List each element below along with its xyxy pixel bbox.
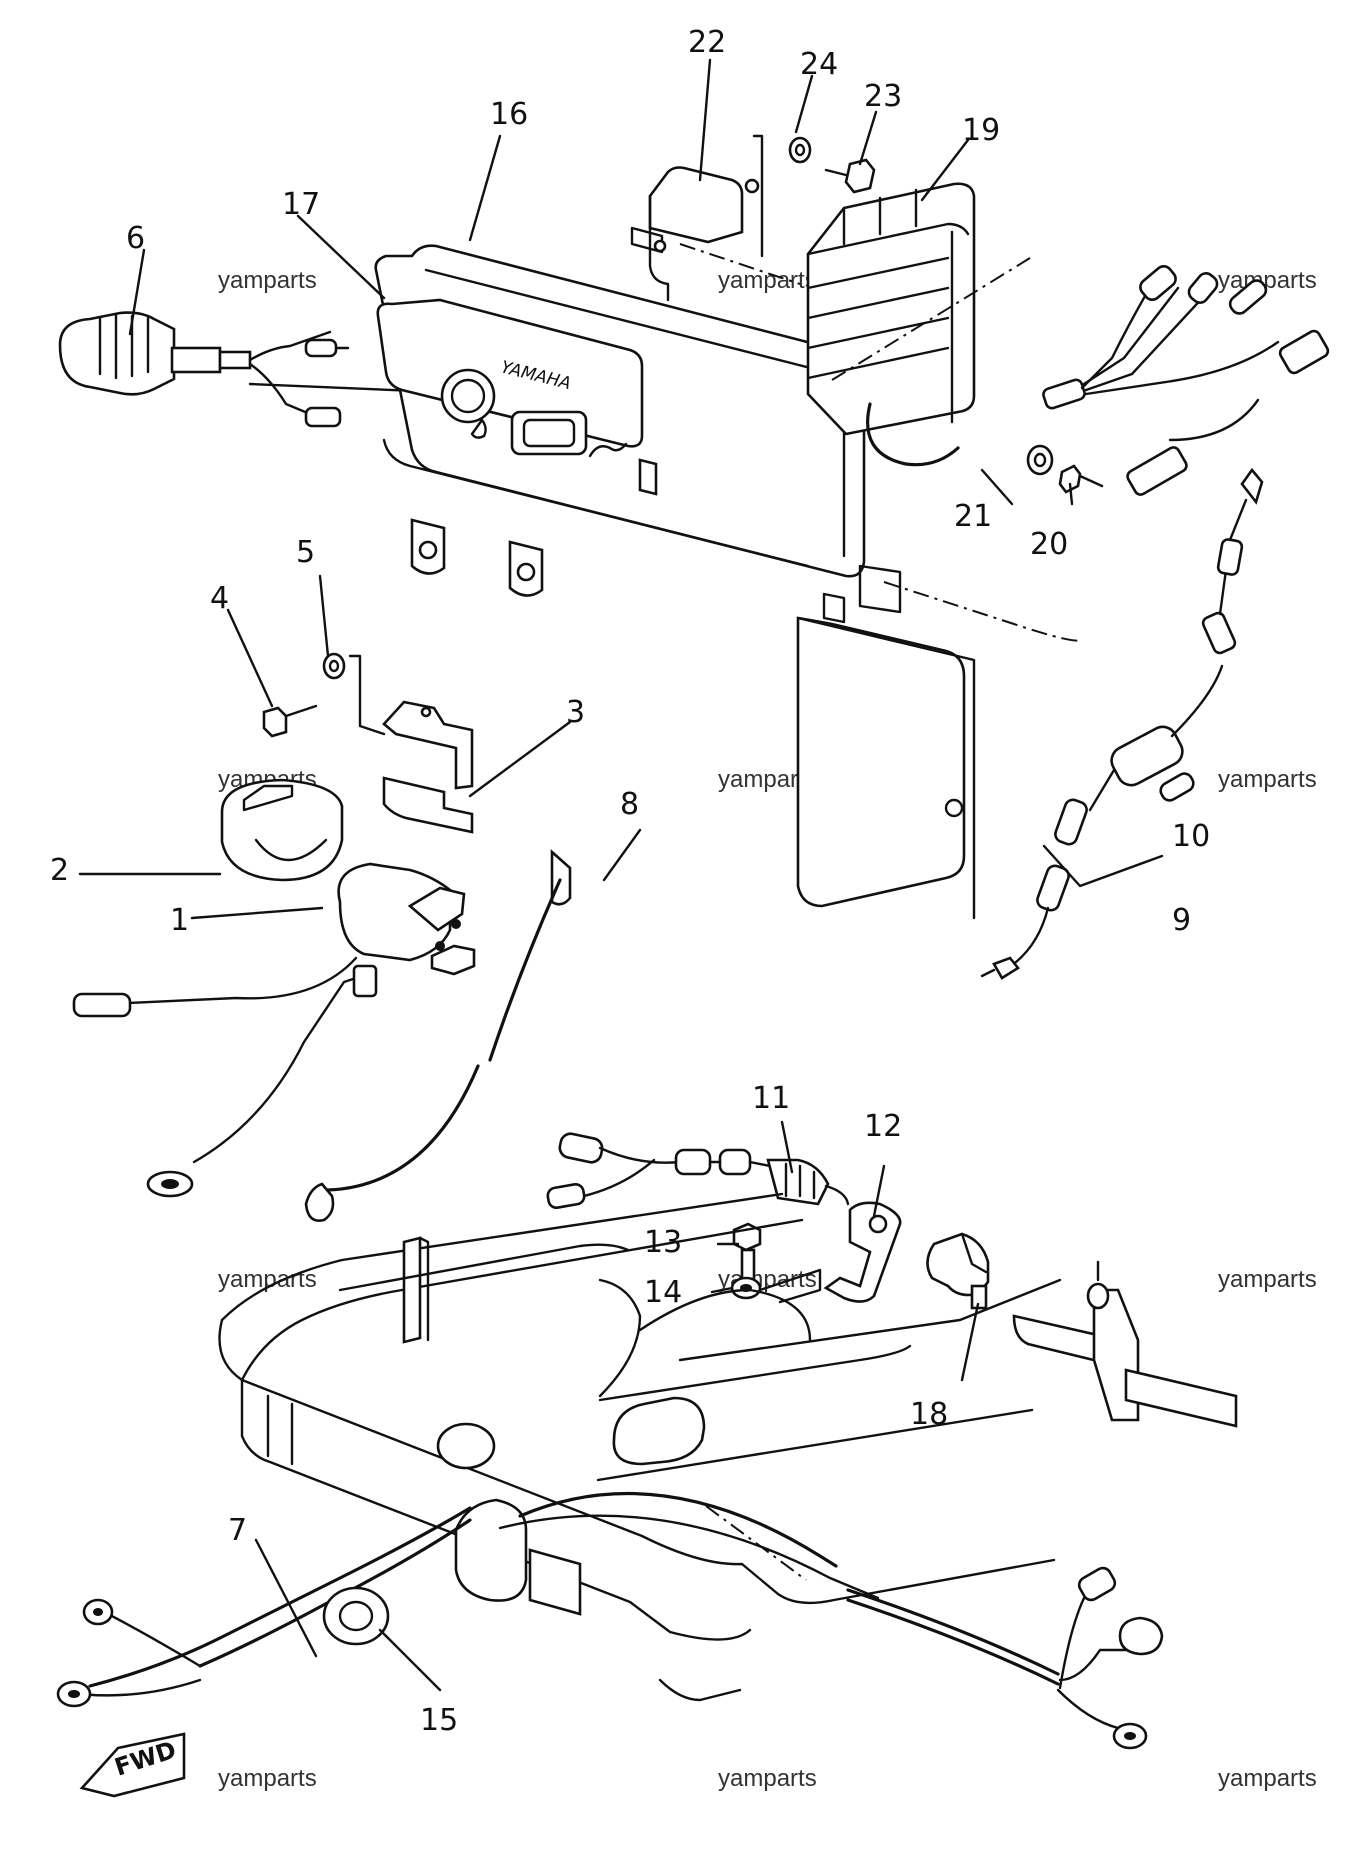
part-19-regulator [806, 182, 976, 467]
part-label-17: 17 [282, 187, 320, 222]
part-label-6: 6 [126, 221, 145, 256]
part-label-2: 2 [50, 853, 69, 888]
watermark: yamparts [718, 267, 817, 294]
part-label-14: 14 [644, 1275, 682, 1310]
shift-shaft [1012, 1260, 1238, 1428]
part-2-holder [220, 778, 344, 882]
part-label-12: 12 [864, 1109, 902, 1144]
part-11-sensor-harness [546, 1132, 850, 1210]
part-3-clamp [382, 700, 474, 834]
part-label-19: 19 [962, 113, 1000, 148]
part-19-leads [679, 243, 1330, 496]
part-label-11: 11 [752, 1081, 790, 1116]
part-label-5: 5 [296, 535, 315, 570]
watermark: yamparts [1218, 267, 1317, 294]
part-24-washer [788, 136, 812, 164]
part-label-1: 1 [170, 903, 189, 938]
part-6-switch [58, 311, 442, 428]
part-1-relay [72, 862, 476, 1198]
part-label-8: 8 [620, 787, 639, 822]
part-label-18: 18 [910, 1397, 948, 1432]
watermark: yamparts [218, 1266, 317, 1293]
watermark: yamparts [1218, 1765, 1317, 1792]
part-9-battery-box [796, 564, 1083, 920]
part-20-bolt [1058, 464, 1104, 494]
part-10-fuse [1159, 772, 1195, 802]
part-label-7: 7 [228, 1513, 247, 1548]
part-9-fuse-holder [980, 467, 1264, 980]
part-label-22: 22 [688, 25, 726, 60]
part-23-bolt [824, 158, 876, 194]
part-label-15: 15 [420, 1703, 458, 1738]
part-label-3: 3 [566, 695, 585, 730]
watermark: yamparts [1218, 766, 1317, 793]
bottom-cowling [218, 1192, 1062, 1702]
part-label-16: 16 [490, 97, 528, 132]
part-label-24: 24 [800, 47, 838, 82]
fwd-direction-tag: FWD [79, 1732, 186, 1798]
part-label-13: 13 [644, 1225, 682, 1260]
part-label-9: 9 [1172, 903, 1191, 938]
watermark: yamparts [218, 1765, 317, 1792]
part-label-10: 10 [1172, 819, 1210, 854]
part-7-harness [56, 1506, 1164, 1750]
part-8-cable [304, 849, 572, 1222]
part-4-bolt [262, 704, 318, 738]
part-label-23: 23 [864, 79, 902, 114]
part-labels: 22 24 23 19 16 17 6 21 20 5 4 3 8 2 1 10… [50, 25, 1210, 1738]
leader-lines [78, 58, 1164, 1692]
part-18-holder [926, 1232, 990, 1310]
part-label-20: 20 [1030, 527, 1068, 562]
part-15-grommet [322, 1586, 390, 1646]
part-5-washer [322, 652, 386, 736]
watermark: yamparts [218, 267, 317, 294]
part-label-21: 21 [954, 499, 992, 534]
part-21-washer [1026, 444, 1054, 476]
part-label-4: 4 [210, 581, 229, 616]
watermark: yamparts [718, 1765, 817, 1792]
part-16-control-panel: YAMAHA [374, 244, 866, 597]
watermark: yamparts [1218, 1266, 1317, 1293]
part-12-clip [823, 1201, 902, 1303]
part-22-bracket [630, 134, 764, 302]
